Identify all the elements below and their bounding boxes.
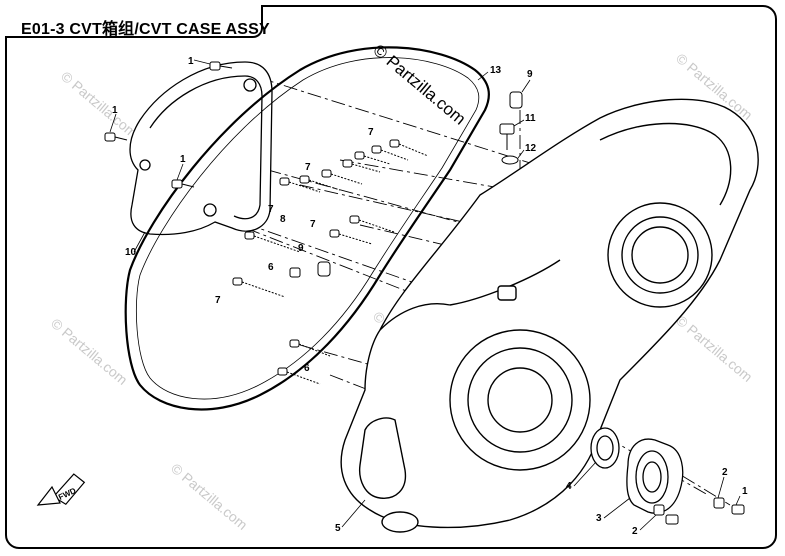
callout-8: 8 xyxy=(280,214,286,225)
callout-13: 13 xyxy=(490,65,502,76)
callout-1: 1 xyxy=(188,56,194,67)
watermark-faint: © Partzilla.com xyxy=(168,460,251,533)
oil-seal xyxy=(590,427,620,469)
callout-3: 3 xyxy=(596,513,602,524)
cvt-case-housing xyxy=(340,98,759,533)
cvt-outer-cover xyxy=(129,61,273,236)
callout-1: 1 xyxy=(112,105,118,116)
callout-7: 7 xyxy=(215,295,221,306)
callout-4: 4 xyxy=(566,481,572,492)
callout-10: 10 xyxy=(125,247,137,258)
callout-2: 2 xyxy=(722,467,728,478)
callout-7: 7 xyxy=(310,219,316,230)
title-tab: E01-3 CVT箱组/CVT CASE ASSY xyxy=(5,5,270,38)
watermark-faint: © Partzilla.com xyxy=(673,312,756,385)
leader-lines xyxy=(109,59,741,531)
callout-5: 5 xyxy=(335,523,341,534)
bearing xyxy=(626,438,684,514)
cvt-case-gasket xyxy=(124,46,490,411)
callout-1: 1 xyxy=(742,486,748,497)
callout-12: 12 xyxy=(525,143,537,154)
bolt-group xyxy=(104,61,745,525)
callout-1: 1 xyxy=(180,154,186,165)
callout-9: 9 xyxy=(527,69,533,80)
fwd-arrow-icon: FWD xyxy=(36,473,86,506)
watermark-faint: © Partzilla.com xyxy=(48,315,131,388)
callout-9: 9 xyxy=(298,243,304,254)
page-title: E01-3 CVT箱组/CVT CASE ASSY xyxy=(21,21,270,38)
callout-7: 7 xyxy=(268,204,274,215)
callout-7: 7 xyxy=(368,127,374,138)
callout-6: 6 xyxy=(268,262,274,273)
callout-11: 11 xyxy=(525,113,536,124)
callout-2: 2 xyxy=(632,526,638,537)
callout-6: 6 xyxy=(304,363,310,374)
callouts: 1 1 1 1 2 2 3 4 5 6 6 7 7 7 7 7 8 9 9 10… xyxy=(112,56,748,537)
callout-7: 7 xyxy=(305,162,311,173)
watermark-faint: © Partzilla.com xyxy=(58,68,141,141)
watermark-main: © Partzilla.com xyxy=(369,41,469,129)
